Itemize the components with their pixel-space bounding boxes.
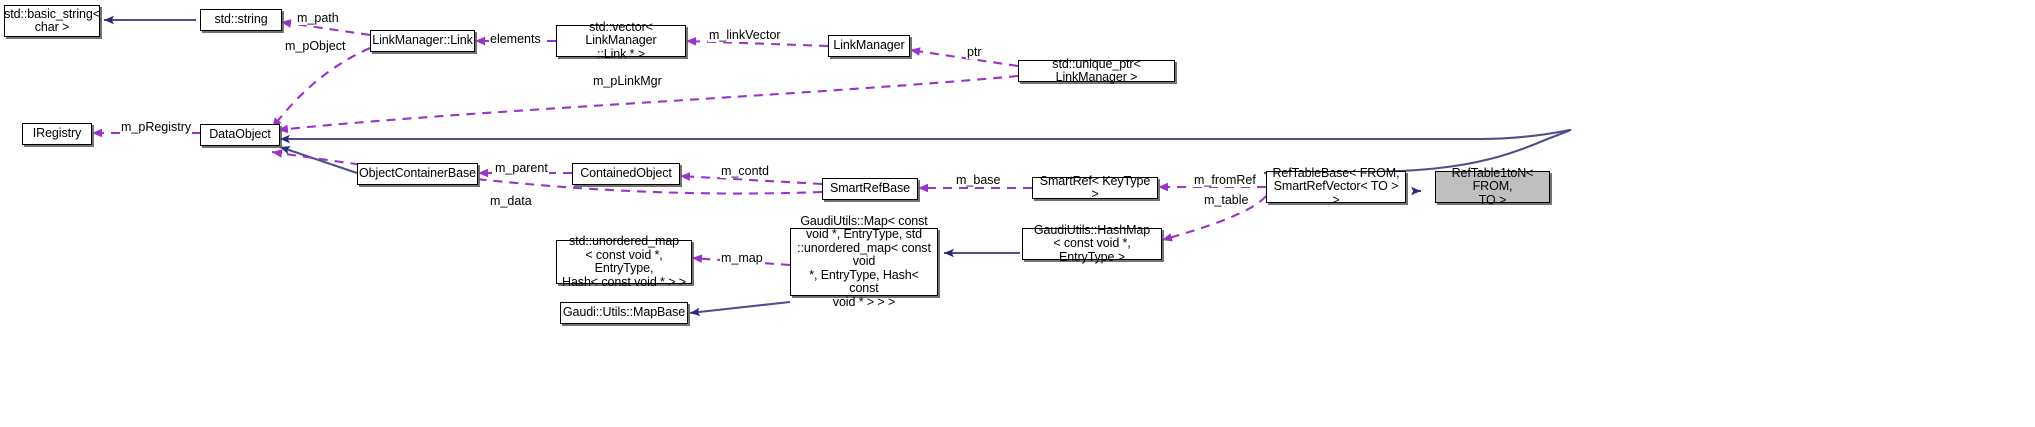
node-dataobject[interactable]: DataObject bbox=[200, 124, 280, 146]
edge-label-m-table: m_table bbox=[1203, 193, 1250, 207]
edge-label-m-plinkmgr: m_pLinkMgr bbox=[592, 74, 663, 88]
node-linkmanager[interactable]: LinkManager bbox=[828, 35, 910, 57]
edge-uniqueptr-linkmanager-ptr bbox=[909, 47, 1019, 68]
node-smartref-keytype[interactable]: SmartRef< KeyType > bbox=[1032, 174, 1158, 201]
node-std-unique-ptr-linkmanager[interactable]: std::unique_ptr< LinkManager > bbox=[1018, 57, 1175, 84]
edge-reftablebase-hashmap-mtable bbox=[1161, 195, 1267, 242]
node-containedobject[interactable]: ContainedObject bbox=[572, 163, 680, 185]
node-std-string[interactable]: std::string bbox=[200, 9, 282, 31]
edge-label-m-pobject: m_pObject bbox=[284, 39, 347, 53]
edge-uniqueptr-dataobject-mplinkmgr bbox=[277, 74, 1019, 134]
edge-label-m-path: m_path bbox=[296, 11, 340, 25]
edge-label-m-contd: m_contd bbox=[720, 164, 770, 178]
node-objectcontainerbase[interactable]: ObjectContainerBase bbox=[357, 163, 478, 185]
node-iregistry[interactable]: IRegistry bbox=[22, 123, 92, 145]
edge-label-m-fromref: m_fromRef bbox=[1193, 173, 1257, 187]
edge-label-m-pregistry: m_pRegistry bbox=[120, 120, 193, 134]
node-gaudi-utils-mapbase[interactable]: Gaudi::Utils::MapBase bbox=[560, 302, 688, 324]
edge-smartrefbase-dataobject-mdata bbox=[271, 149, 823, 195]
node-gaudiutils-hashmap[interactable]: GaudiUtils::HashMap < const void *, Entr… bbox=[1022, 223, 1162, 264]
edge-label-m-linkvector: m_linkVector bbox=[708, 28, 782, 42]
edge-label-m-parent: m_parent bbox=[494, 161, 549, 175]
node-std-basic-string[interactable]: std::basic_string< char > bbox=[4, 5, 100, 37]
node-std-unordered-map[interactable]: std::unordered_map < const void *, Entry… bbox=[556, 234, 692, 288]
edge-objcontbase-dataobject bbox=[279, 146, 358, 174]
node-smartrefbase[interactable]: SmartRefBase bbox=[822, 178, 918, 200]
node-reftablebase[interactable]: RefTableBase< FROM, SmartRefVector< TO >… bbox=[1266, 166, 1406, 207]
node-reftable1ton[interactable]: RefTable1toN< FROM, TO > bbox=[1435, 166, 1550, 207]
edge-label-m-map: m_map bbox=[720, 251, 764, 265]
edge-label-ptr: ptr bbox=[966, 45, 983, 59]
edge-gaudimap-mapbase bbox=[689, 300, 791, 317]
node-std-vector-link[interactable]: std::vector< LinkManager ::Link * > bbox=[556, 20, 686, 61]
node-linkmanager-link[interactable]: LinkManager::Link bbox=[370, 30, 475, 52]
edge-smartrefbase-containedobj-mcontd bbox=[679, 172, 823, 186]
edge-label-elements: elements bbox=[489, 32, 542, 46]
node-gaudiutils-map[interactable]: GaudiUtils::Map< const void *, EntryType… bbox=[790, 214, 938, 309]
edge-label-m-data: m_data bbox=[489, 194, 533, 208]
edge-link-dataobject-mpobject bbox=[271, 47, 371, 129]
edge-label-m-base: m_base bbox=[955, 173, 1002, 187]
